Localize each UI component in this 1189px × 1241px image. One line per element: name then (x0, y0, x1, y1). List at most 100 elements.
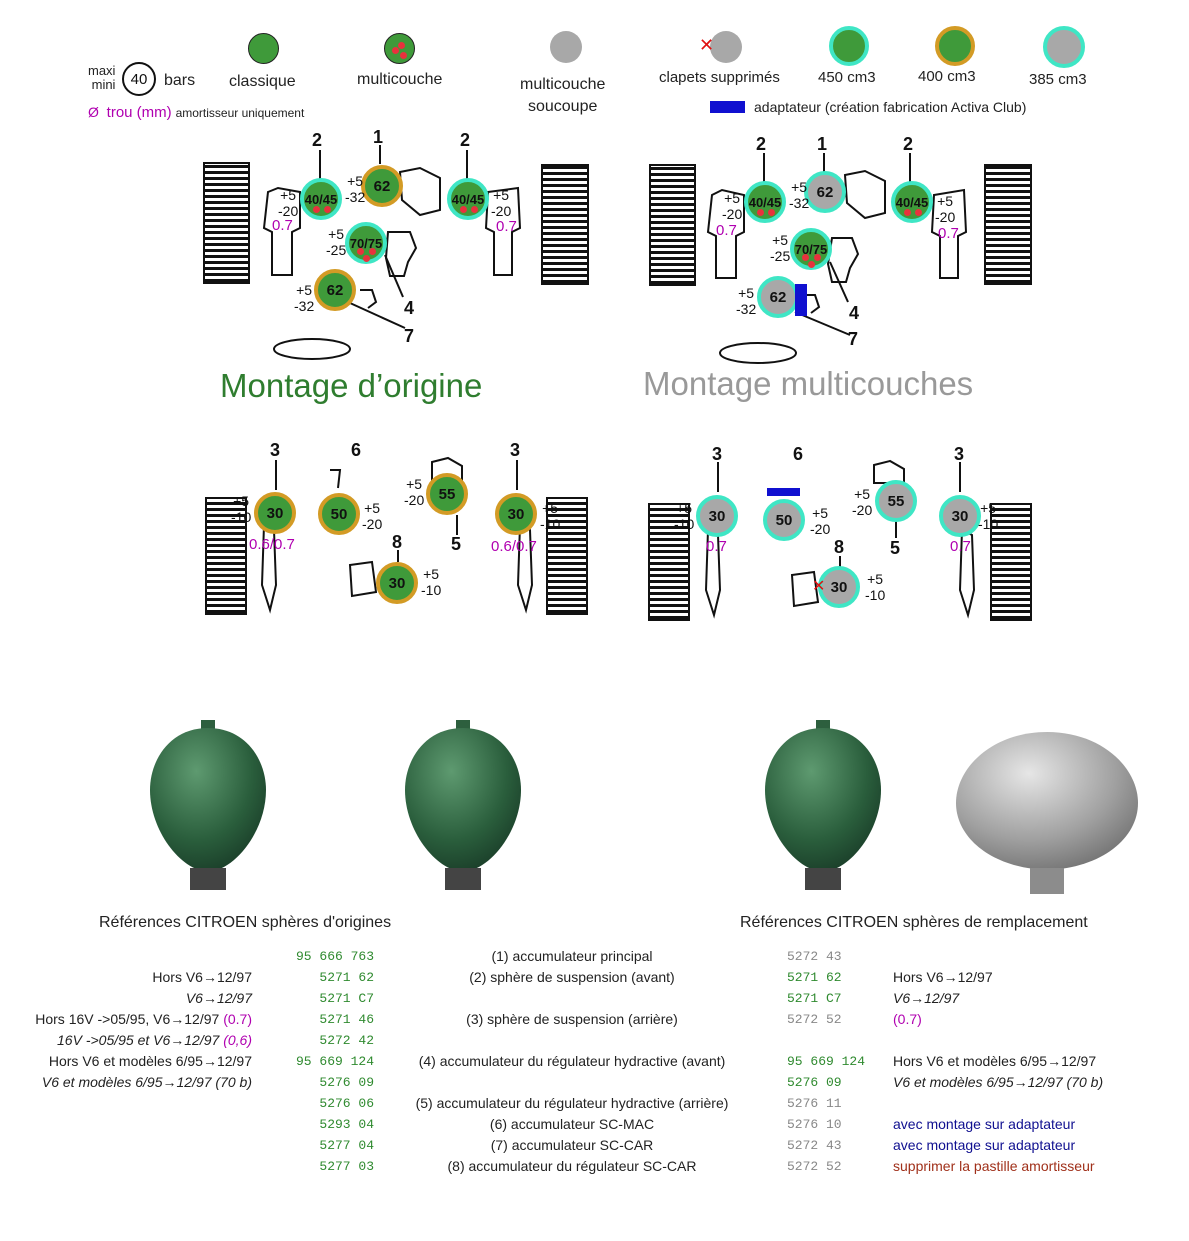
replacement-note-cell: V6 et modèles 6/95→12/97 (70 b) (893, 1074, 1104, 1090)
legend-clapets-label: clapets supprimés (659, 69, 780, 86)
legend-multicouche-label: multicouche (357, 71, 443, 88)
green-sphere-photo-1 (150, 720, 266, 890)
label-6: 6 (351, 440, 362, 460)
tol-sc-car-multi: +5 -32 (736, 285, 757, 317)
heading-origines: Références CITROEN sphères d'origines (99, 914, 392, 931)
table-row: 16V ->05/95 et V6→12/97 (0,6)5272 42 (0, 1030, 1189, 1051)
original-ref-cell: 5276 06 (319, 1096, 374, 1111)
green-sphere-photo-2 (405, 720, 521, 890)
label-3-left: 3 (270, 440, 281, 460)
tol-rear-regulator: +5 -20 (404, 476, 425, 508)
label-3-right-multi: 3 (954, 444, 965, 464)
legend-trou: Ø trou (mm) amortisseur uniquement (88, 104, 305, 121)
tol-rear-right: +5 -10 (540, 500, 561, 532)
legend-385-label: 385 cm3 (1029, 71, 1087, 88)
hole-rear-right-multi: 0.7 (950, 538, 971, 555)
tol-sc-car-regulator: +5 -10 (421, 566, 442, 598)
original-ref-cell: 5277 03 (319, 1159, 374, 1174)
condition-cell: V6→12/97 (185, 990, 252, 1006)
replacement-ref-cell: 5276 10 (787, 1117, 842, 1132)
heading-remplacement: Références CITROEN sphères de remplaceme… (740, 914, 1088, 931)
description-cell: (2) sphère de suspension (avant) (469, 969, 675, 985)
label-2-left-multi: 2 (756, 134, 767, 154)
tol-rear-regulator-multi: +5 -20 (852, 486, 873, 518)
hole-note: (0,6) (219, 1032, 252, 1048)
replacement-note-cell: avec montage sur adaptateur (893, 1137, 1076, 1153)
legend-450-label: 450 cm3 (818, 69, 876, 86)
bars-label: bars (164, 72, 196, 89)
original-ref-cell: 95 666 763 (295, 949, 374, 964)
sphere-sc-mac-multi: 50 (763, 499, 805, 541)
tol-front-right: +5 -20 (491, 187, 512, 219)
sphere-sc-car-front: 62 (314, 269, 356, 311)
replacement-note-cell: Hors V6→12/97 (893, 969, 993, 985)
sphere-front-left-multi: 40/45 (744, 181, 786, 223)
replacement-note-cell: supprimer la pastille amortisseur (893, 1158, 1095, 1174)
tire-rear-left-multi (648, 503, 690, 621)
table-row: 5276 06(5) accumulateur du régulateur hy… (0, 1093, 1189, 1114)
legend-400-icon (935, 26, 975, 66)
original-ref-cell: 5271 46 (319, 1012, 374, 1027)
original-ref-cell: 5277 04 (319, 1138, 374, 1153)
tire-front-left-origin (203, 162, 250, 284)
table-row: 95 666 763 (1) accumulateur principal 5272… (0, 946, 1189, 967)
tol-sc-car-regulator-multi: +5 -10 (865, 571, 886, 603)
tol-front-regulator: +5 -25 (326, 226, 347, 258)
sphere-front-left: 40/45 (300, 178, 342, 220)
legend-soucoupe-icon (550, 31, 582, 63)
replacement-ref-cell: 5271 62 (787, 970, 842, 985)
replacement-ref-cell: 5276 09 (787, 1075, 842, 1090)
legend-385-icon (1043, 26, 1085, 68)
hole-rear-left: 0.6/0.7 (249, 536, 295, 553)
sphere-sc-car-multi: 62 (757, 276, 799, 318)
legend-adaptateur-label: adaptateur (création fabrication Activa … (754, 99, 1027, 115)
replacement-note-cell: Hors V6 et modèles 6/95→12/97 (893, 1053, 1097, 1069)
sphere-front-right-multi: 40/45 (891, 181, 933, 223)
original-ref-cell: 5271 C7 (319, 991, 374, 1006)
condition-cell: Hors 16V ->05/95, V6→12/97 (0.7) (35, 1011, 252, 1027)
label-7: 7 (404, 326, 415, 346)
legend-classique-icon (248, 33, 279, 64)
table-row: Hors V6→12/97 5271 62 (2) sphère de suspen… (0, 967, 1189, 988)
condition-cell: 16V ->05/95 et V6→12/97 (0,6) (57, 1032, 252, 1048)
label-2-right-multi: 2 (903, 134, 914, 154)
original-ref-cell: 5271 62 (319, 970, 374, 985)
label-4: 4 (404, 298, 415, 318)
pressure-legend-circle: 40 (122, 62, 156, 96)
condition-cell: Hors V6 et modèles 6/95→12/97 (48, 1053, 252, 1069)
table-row: 5277 03 (8) accumulateur du régulateur SC… (0, 1156, 1189, 1177)
legend-multicouche-icon (384, 33, 415, 64)
tol-rear-left: +5 -10 (231, 493, 252, 525)
replacement-ref-cell: 5272 52 (787, 1012, 842, 1027)
original-ref-cell: 95 669 124 (295, 1054, 374, 1069)
adapter-legend-swatch (710, 101, 745, 113)
hole-front-left-multi: 0.7 (716, 222, 737, 239)
sphere-rear-left-multi: 30 (696, 495, 738, 537)
description-cell: (8) accumulateur du régulateur SC-CAR (447, 1158, 697, 1174)
hole-front-right: 0.7 (496, 218, 517, 235)
sphere-rear-right: 30 (495, 493, 537, 535)
legend-400-label: 400 cm3 (918, 68, 976, 85)
replacement-ref-cell: 5272 43 (787, 949, 842, 964)
sphere-sc-car-regulator-multi: 30 (818, 566, 860, 608)
tol-sc-mac-multi: +5 -20 (810, 505, 831, 537)
legend-450-icon (829, 26, 869, 66)
tol-main-multi: +5 -32 (789, 179, 810, 211)
tol-front-right-multi: +5 -20 (935, 193, 956, 225)
clapet-x-icon: ✕ (812, 578, 826, 595)
sphere-main-multi: 62 (804, 171, 846, 213)
replacement-ref-cell: 5272 52 (787, 1159, 842, 1174)
condition-cell: V6 et modèles 6/95→12/97 (70 b) (41, 1074, 252, 1090)
description-cell: (1) accumulateur principal (491, 948, 653, 964)
tol-rear-right-multi: +5 -10 (978, 500, 999, 532)
tol-front-left-multi: +5 -20 (722, 190, 743, 222)
replacement-ref-cell: 5272 43 (787, 1138, 842, 1153)
tol-rear-left-multi: +5 -10 (674, 500, 695, 532)
label-8: 8 (392, 532, 403, 552)
hole-note: (0.7) (219, 1011, 252, 1027)
sphere-front-regulator: 70/75 (345, 222, 387, 264)
